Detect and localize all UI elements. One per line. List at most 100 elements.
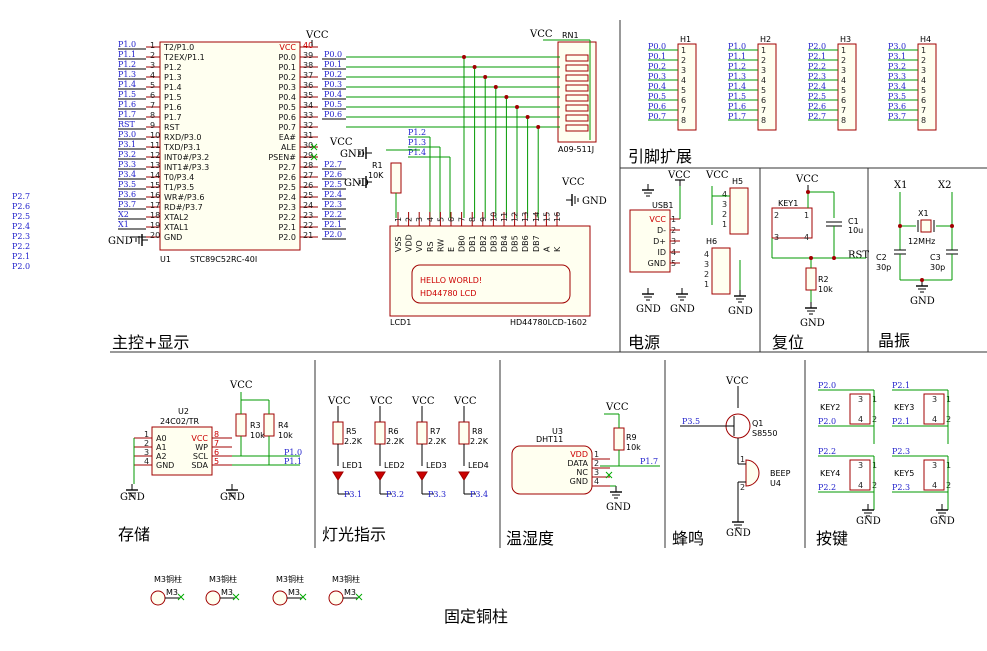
key-pin-num: 2 [946,481,951,490]
led-vcc: VCC [453,396,477,407]
h5-pin-num: 2 [722,210,727,219]
key-net-top: P2.2 [818,447,836,456]
rn1-vcc: VCC [529,29,553,40]
header-pin-num: 4 [681,76,686,85]
led-ref: LED2 [384,461,405,470]
mcu-pin-num: 11 [150,141,160,150]
lcd-pin-name: DB7 [532,235,541,252]
mcu-pin-name: T2EX/P1.1 [163,53,205,62]
mcu-right-net: P2.0 [324,230,342,239]
standoff-label: M3铜柱 [276,574,304,584]
standoff-label: M3铜柱 [332,574,360,584]
mcu-right-net: P2.6 [324,170,342,179]
r3-value: 10k [250,431,265,440]
c1-ref: C1 [848,217,859,226]
mcu-pin-num: 37 [303,71,313,80]
header-pin-num: 3 [681,66,686,75]
mcu-pin-name: P2.1 [278,223,296,232]
section-title-crystal: 晶振 [878,331,910,350]
section-title-power: 电源 [628,333,660,352]
port-label: P2.7 [12,192,30,201]
key-pin-num: 4 [858,481,863,490]
header-pin-num: 8 [681,116,686,125]
header-pin-num: 5 [921,86,926,95]
mcu-pin-name: INT0#/P3.2 [164,153,209,162]
c1-value: 10u [848,226,863,235]
key-ref: KEY5 [894,469,914,478]
eeprom-pin-name: SDA [191,461,208,470]
lcd-pin-num: 7 [458,217,467,222]
mcu-right-net: P2.2 [324,210,342,219]
mcu-pin-name: P2.4 [278,193,296,202]
lcd-pin-name: DB4 [500,235,509,252]
key-pin-num: 2 [946,415,951,424]
header-ref: H3 [840,35,851,44]
led-vcc: VCC [327,396,351,407]
lcd-pin-name: DB6 [521,235,530,252]
eeprom-pin-name: VCC [191,434,208,443]
lcd-pin-num: 11 [500,212,509,222]
mcu-right-net: P0.0 [324,50,342,59]
c3-ref: C3 [930,253,941,262]
key1-ref: KEY1 [778,199,798,208]
standoff-label: M3铜柱 [209,574,237,584]
led-r-ref: R8 [472,427,483,436]
svg-text:3: 3 [774,233,779,242]
lcd-pin-num: 3 [415,217,424,222]
eeprom-gnd: GND [120,492,145,503]
header-pin-num: 3 [841,66,846,75]
eeprom-pin-num: 3 [144,448,149,457]
header-pin-num: 6 [921,96,926,105]
mcu-pin-name: GND [164,233,182,242]
svg-text:2: 2 [774,211,779,220]
r3-ref: R3 [250,421,261,430]
lcd-pin-name: VDD [405,234,414,252]
header-pin-num: 5 [841,86,846,95]
lcd-pin-num: 6 [447,217,456,222]
header-net: P3.4 [888,82,906,91]
key-net-top: P2.1 [892,381,910,390]
mcu-pin-num: 6 [150,91,155,100]
mcu-pin-num: 24 [303,201,313,210]
u2-value: 24C02/TR [160,417,200,426]
standoff-pin: M3 [288,588,300,597]
mcu-pin-name: INT1#/P3.3 [164,163,209,172]
key-ref: KEY2 [820,403,840,412]
standoff-pin: M3 [221,588,233,597]
header-pin-num: 2 [761,56,766,65]
mcu-pin-num: 19 [150,221,160,230]
header-net: P2.1 [808,52,826,61]
usb-pin-name: GND [648,259,666,268]
mcu-pin-name: P0.7 [278,123,296,132]
mcu-pin-name: P1.4 [164,83,182,92]
mcu-pin-name: P0.3 [278,83,296,92]
port-label: P2.2 [12,242,30,251]
header-net: P1.1 [728,52,746,61]
mcu-left-net: P1.7 [118,110,136,119]
header-pin-num: 1 [921,46,926,55]
mcu-body [159,41,301,251]
dht-pin-name: GND [570,477,588,486]
key-pin-num: 3 [858,461,863,470]
header-net: P2.6 [808,102,826,111]
led-r-value: 2.2K [428,437,447,446]
key-pin-num: 1 [946,395,951,404]
mcu-pin-num: 4 [150,71,155,80]
mcu-left-net: P3.2 [118,150,136,159]
mcu-pin-num: 5 [150,81,155,90]
c2-value: 30p [876,263,891,272]
header-pin-num: 4 [761,76,766,85]
lcd-vcc: VCC [561,177,585,188]
svg-text:GND: GND [930,516,955,527]
section-title-main: 主控+显示 [112,333,189,352]
u3-value: DHT11 [536,435,563,444]
mcu-pin-num: 21 [303,231,313,240]
q1-value: S8550 [752,429,777,438]
h6-ref: H6 [706,237,717,246]
header-pin-num: 1 [841,46,846,55]
mcu-pin-name: P0.4 [278,93,296,102]
